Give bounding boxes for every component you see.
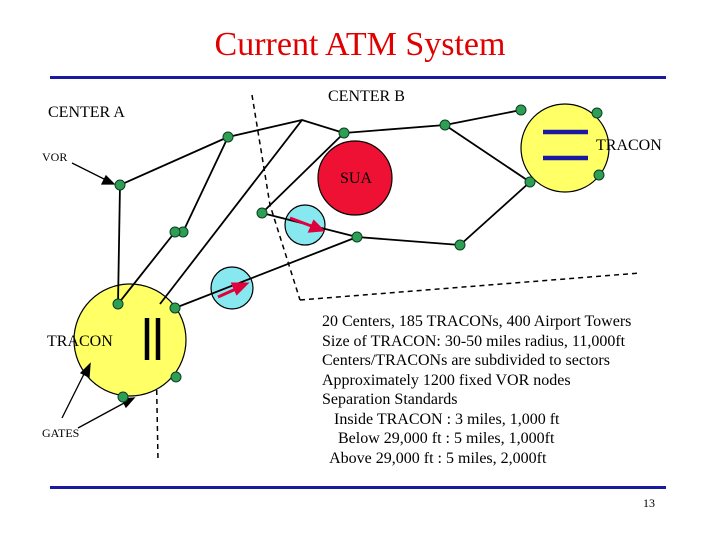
route-8: [174, 236, 358, 309]
vor-node: [351, 231, 363, 243]
bottom-divider: [50, 486, 666, 489]
slide-title: Current ATM System: [214, 26, 506, 63]
vor-node: [524, 176, 536, 188]
vor-node: [170, 371, 182, 383]
note-line: Inside TRACON : 3 miles, 1,000 ft: [322, 410, 560, 428]
page-number: 13: [643, 496, 655, 510]
route-2: [182, 136, 229, 233]
aircraft-arrow-head: [230, 282, 250, 296]
sua-circle: [317, 140, 393, 216]
sector-boundary-center-b-lower: [299, 272, 641, 301]
vor-label: VOR: [42, 150, 68, 164]
vor-pointer-head: [100, 174, 116, 185]
gates-pointer: [61, 371, 86, 419]
aircraft-arrow: [289, 216, 315, 229]
tracon-label-left: TRACON: [47, 333, 113, 350]
note-line: Above 29,000 ft : 5 miles, 2,000ft: [322, 449, 547, 467]
note-line: Centers/TRACONs are subdivided to sector…: [322, 352, 610, 369]
note-line: Separation Standards: [322, 391, 458, 408]
vor-pointer: [71, 162, 107, 181]
vor-node: [112, 298, 124, 310]
aircraft-circle-lower: [210, 266, 254, 310]
note-line: Below 29,000 ft : 5 miles, 1,000ft: [322, 430, 555, 447]
vor-node: [256, 207, 268, 219]
note-line: 20 Centers, 185 TRACONs, 400 Airport Tow…: [322, 313, 632, 330]
center-b-label: CENTER B: [328, 88, 405, 105]
tracon-circle-bottom-left: [73, 283, 187, 397]
route-4: [459, 181, 531, 246]
note-line: Approximately 1200 fixed VOR nodes: [322, 371, 571, 389]
vor-node: [117, 391, 129, 403]
gates-label: GATES: [42, 426, 80, 440]
gates-pointer-head: [79, 362, 91, 379]
top-divider: [50, 76, 666, 79]
route-6: [117, 184, 121, 305]
gates-pointer: [77, 401, 127, 429]
note-line: Size of TRACON: 30-50 miles radius, 11,0…: [322, 332, 626, 350]
vor-node: [593, 169, 605, 181]
vor-node: [454, 239, 466, 251]
vor-node: [439, 119, 451, 131]
vor-node: [114, 179, 126, 191]
vor-node: [591, 107, 603, 119]
vor-node: [338, 127, 350, 139]
notes-block: 20 Centers, 185 TRACONs, 400 Airport Tow…: [322, 312, 631, 468]
route-7: [117, 231, 176, 305]
vor-node: [515, 104, 527, 116]
vor-node: [169, 302, 181, 314]
aircraft-arrow-head: [307, 219, 326, 233]
route-5: [444, 124, 531, 183]
tracon-circle-top-right: [520, 103, 610, 193]
tracon-label-top-right: TRACON: [596, 137, 662, 154]
route-1: [119, 109, 522, 186]
route-9: [159, 119, 303, 305]
center-a-label: CENTER A: [48, 104, 125, 121]
sua-label: SUA: [340, 170, 373, 187]
vor-node: [222, 131, 234, 143]
vor-node: [169, 226, 181, 238]
